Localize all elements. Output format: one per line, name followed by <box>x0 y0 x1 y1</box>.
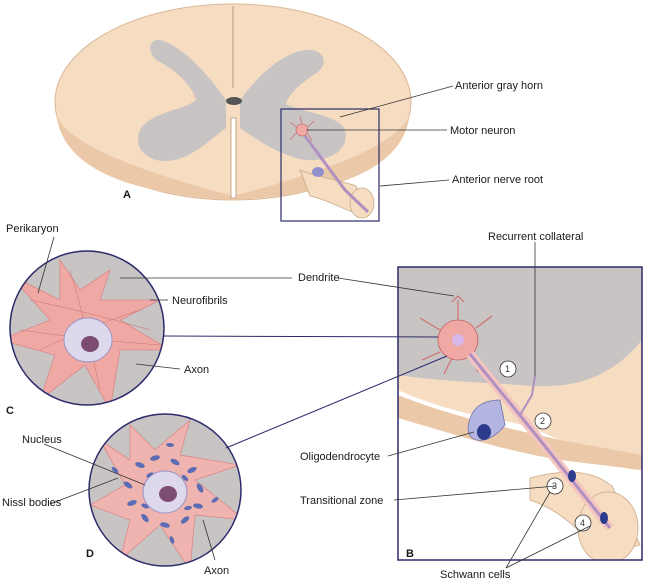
label-perikaryon: Perikaryon <box>6 223 59 235</box>
neuron-nucleus-b <box>452 334 464 346</box>
dendrites-b <box>419 295 493 375</box>
marker-2: 2 <box>540 416 545 426</box>
label-nucleus: Nucleus <box>22 434 62 446</box>
label-axon-d: Axon <box>204 565 229 577</box>
circle-d-frame <box>88 413 242 567</box>
panel-d-nissl <box>88 413 242 567</box>
label-motor-neuron: Motor neuron <box>450 125 515 137</box>
panel-label-d: D <box>86 548 94 560</box>
label-axon-c: Axon <box>184 364 209 376</box>
nerve-root-end-a <box>349 187 375 219</box>
marker-4: 4 <box>580 518 585 528</box>
nucleolus-c <box>81 336 99 352</box>
oligodendrocyte-nucleus-b <box>477 424 491 440</box>
schwann-cell-2 <box>600 512 608 524</box>
leaders-bcd <box>37 236 591 569</box>
panel-label-a: A <box>123 189 131 201</box>
recurrent-collateral-b <box>519 375 536 416</box>
anterior-median-fissure <box>230 117 237 199</box>
cord-edge-b <box>398 395 642 470</box>
label-oligodendrocyte: Oligodendrocyte <box>300 451 380 463</box>
panel-label-b: B <box>406 548 414 560</box>
gray-matter-right <box>240 49 346 161</box>
axon-b <box>468 353 612 529</box>
panel-connectors <box>163 335 448 449</box>
label-recurrent-collateral: Recurrent collateral <box>488 231 583 243</box>
circle-c-frame <box>9 250 165 406</box>
central-canal <box>226 97 242 105</box>
schwann-cell-1 <box>568 470 576 482</box>
marker-1: 1 <box>505 364 510 374</box>
label-dendrite: Dendrite <box>298 272 340 284</box>
gray-matter-left <box>138 39 226 161</box>
nissl-granules <box>111 442 219 544</box>
oligodendrocyte-a <box>312 167 324 177</box>
label-nissl-bodies: Nissl bodies <box>2 497 62 509</box>
nucleolus-d <box>159 486 177 502</box>
label-schwann-cells: Schwann cells <box>440 569 511 581</box>
detail-frame-b <box>397 266 643 561</box>
label-neurofibrils: Neurofibrils <box>172 295 228 307</box>
panel-label-c: C <box>6 405 14 417</box>
label-transitional-zone: Transitional zone <box>300 495 383 507</box>
leaders-a <box>306 85 454 187</box>
label-anterior-nerve-root: Anterior nerve root <box>452 174 543 186</box>
axon-a <box>303 135 370 214</box>
label-anterior-gray-horn: Anterior gray horn <box>455 80 543 92</box>
detail-panel-b <box>398 267 642 560</box>
panel-c-neuron-closeup <box>9 250 165 406</box>
zoom-box-a <box>280 108 380 222</box>
dendrites-a <box>289 115 315 142</box>
spinal-cord-section <box>54 3 412 222</box>
